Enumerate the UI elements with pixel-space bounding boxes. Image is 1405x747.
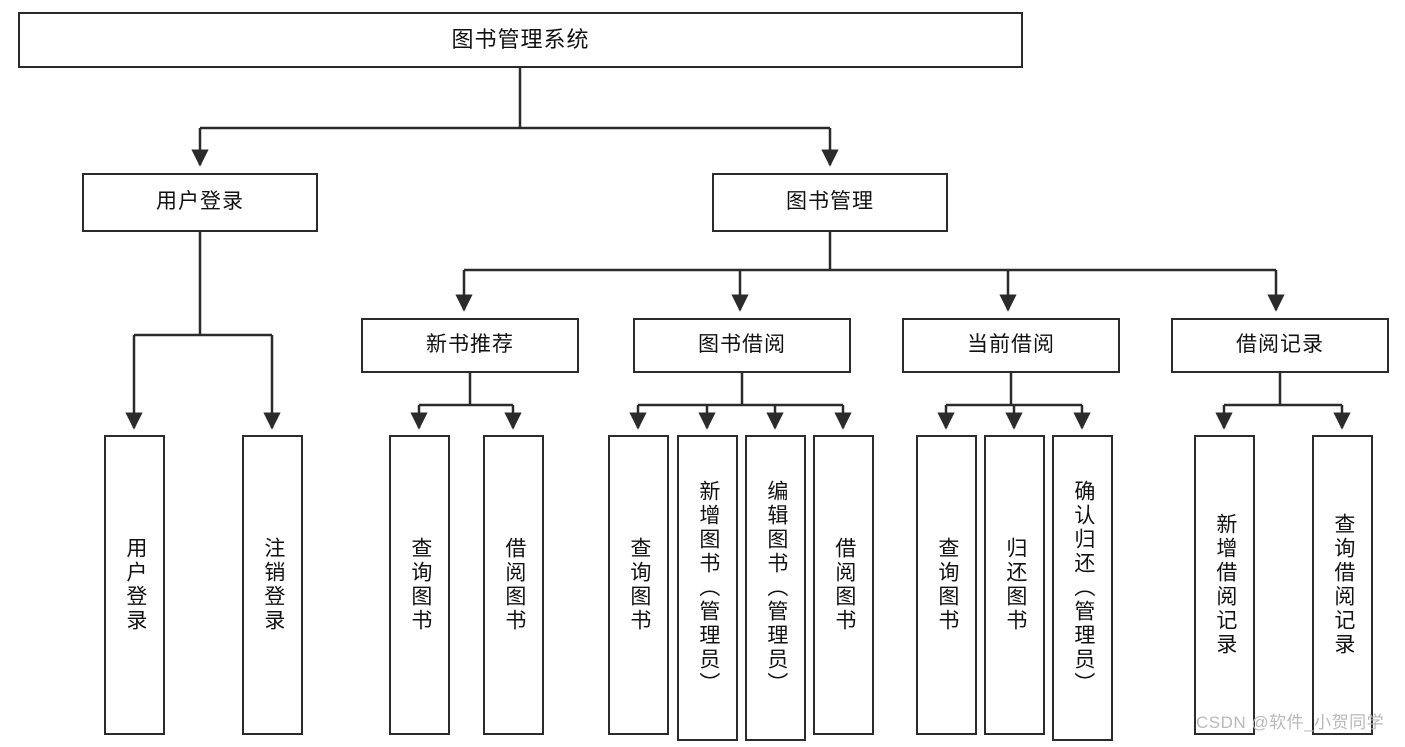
node-leaf-confirm-return-admin-label: 确认归还（管理员） [1071,480,1095,696]
node-leaf-add-book-admin[interactable]: 新增图书（管理员） [677,435,738,741]
node-current-borrow[interactable]: 当前借阅 [902,318,1120,373]
node-leaf-query-book-current[interactable]: 查询图书 [916,435,977,735]
node-leaf-user-login[interactable]: 用户登录 [104,435,165,735]
node-leaf-confirm-return-admin[interactable]: 确认归还（管理员） [1052,435,1113,741]
node-leaf-add-book-admin-label: 新增图书（管理员） [696,480,720,696]
watermark: CSDN @软件_小贺同学 [1196,708,1384,733]
node-leaf-logout[interactable]: 注销登录 [242,435,303,735]
node-leaf-logout-label: 注销登录 [261,537,285,633]
node-leaf-borrow-book-label: 借阅图书 [832,537,856,633]
watermark-text: CSDN @软件_小贺同学 [1196,713,1385,732]
node-borrow-record-label: 借阅记录 [1236,333,1324,357]
node-leaf-query-borrow-record-label: 查询借阅记录 [1331,513,1355,657]
node-new-book-recommend-label: 新书推荐 [426,333,514,357]
node-user-login-label: 用户登录 [156,190,244,214]
node-user-login[interactable]: 用户登录 [82,173,318,232]
node-leaf-edit-book-admin-label: 编辑图书（管理员） [764,480,788,696]
node-leaf-query-book-borrow[interactable]: 查询图书 [608,435,669,735]
node-book-borrow-label: 图书借阅 [698,333,786,357]
node-leaf-borrow-book[interactable]: 借阅图书 [813,435,874,735]
node-leaf-query-borrow-record[interactable]: 查询借阅记录 [1312,435,1373,735]
node-leaf-query-book-recommend-label: 查询图书 [408,537,432,633]
node-new-book-recommend[interactable]: 新书推荐 [361,318,579,373]
node-book-borrow[interactable]: 图书借阅 [633,318,851,373]
node-leaf-add-borrow-record-label: 新增借阅记录 [1213,513,1237,657]
node-book-manage[interactable]: 图书管理 [712,173,948,232]
node-leaf-edit-book-admin[interactable]: 编辑图书（管理员） [745,435,806,741]
node-borrow-record[interactable]: 借阅记录 [1171,318,1389,373]
node-root[interactable]: 图书管理系统 [18,12,1023,68]
node-root-label: 图书管理系统 [451,27,590,53]
node-leaf-query-book-current-label: 查询图书 [935,537,959,633]
node-leaf-add-borrow-record[interactable]: 新增借阅记录 [1194,435,1255,735]
node-leaf-query-book-recommend[interactable]: 查询图书 [389,435,450,735]
node-leaf-user-login-label: 用户登录 [123,537,147,633]
node-leaf-return-book[interactable]: 归还图书 [984,435,1045,735]
node-book-manage-label: 图书管理 [786,190,874,214]
node-leaf-borrow-book-recommend[interactable]: 借阅图书 [483,435,544,735]
node-leaf-query-book-borrow-label: 查询图书 [627,537,651,633]
node-leaf-return-book-label: 归还图书 [1003,537,1027,633]
node-leaf-borrow-book-recommend-label: 借阅图书 [502,537,526,633]
node-current-borrow-label: 当前借阅 [967,333,1055,357]
